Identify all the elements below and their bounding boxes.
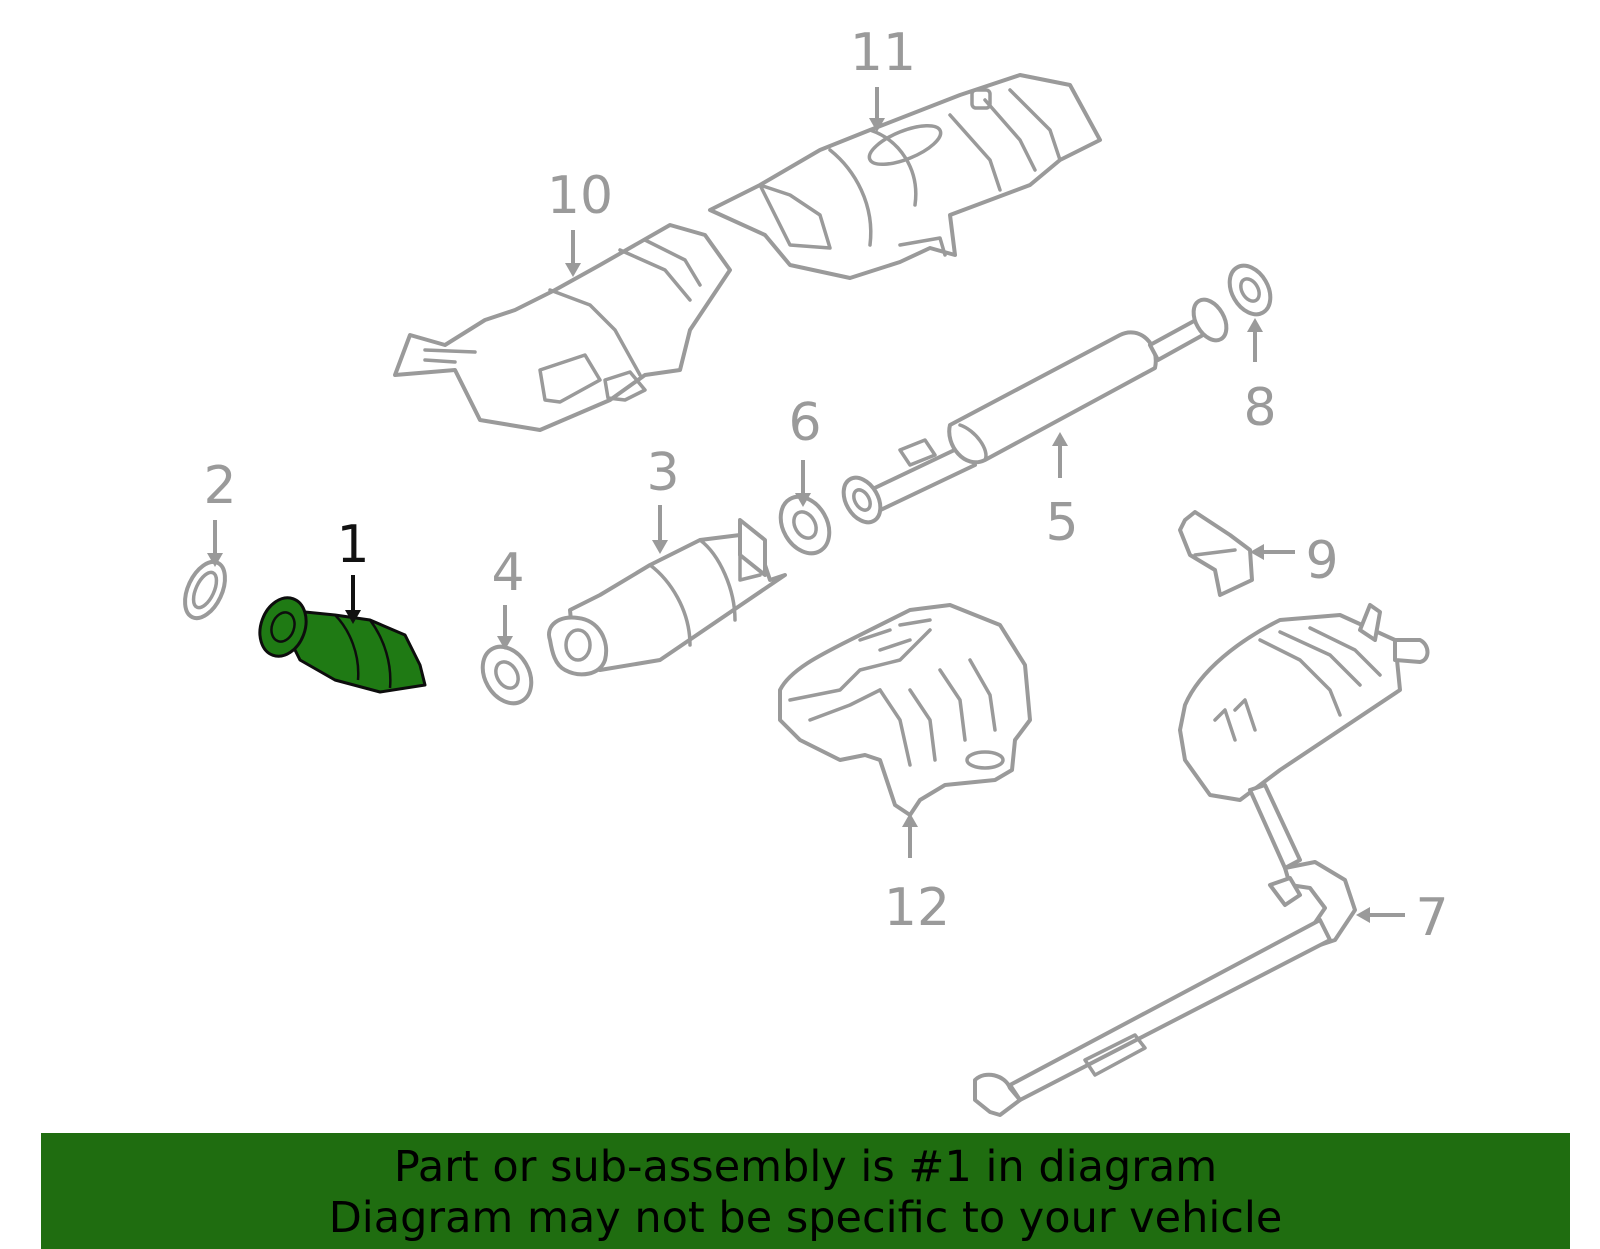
banner-line-2: Diagram may not be specific to your vehi… — [328, 1193, 1283, 1243]
callout-11: 11 — [850, 23, 916, 83]
part-12-heat-shield[interactable] — [778, 603, 1032, 817]
part-3-catalytic-converter[interactable] — [547, 518, 787, 677]
callout-8: 8 — [1243, 378, 1276, 438]
part-2-gasket[interactable] — [177, 556, 233, 625]
callout-5: 5 — [1045, 493, 1078, 553]
part-11-heat-shield[interactable] — [708, 73, 1102, 280]
callout-1: 1 — [336, 515, 369, 575]
part-1-selected[interactable] — [252, 591, 427, 694]
callout-4: 4 — [491, 543, 524, 603]
callout-9: 9 — [1305, 531, 1338, 591]
part-10-heat-shield[interactable] — [393, 223, 732, 432]
part-5-center-pipe[interactable] — [836, 294, 1233, 529]
info-banner: Part or sub-assembly is #1 in diagram Di… — [41, 1133, 1570, 1249]
callout-10: 10 — [547, 166, 613, 226]
callout-12: 12 — [884, 878, 950, 938]
part-6-gasket[interactable] — [771, 488, 839, 562]
callout-7: 7 — [1415, 888, 1448, 948]
part-8-gasket[interactable] — [1221, 258, 1278, 321]
callout-arrows — [207, 87, 1405, 923]
callout-labels: 1 2 3 4 5 6 7 8 9 10 11 12 — [203, 23, 1448, 948]
part-7-muffler-assembly[interactable] — [973, 603, 1430, 1117]
callout-6: 6 — [788, 393, 821, 453]
part-4-gasket[interactable] — [473, 638, 541, 712]
banner-line-1: Part or sub-assembly is #1 in diagram — [393, 1142, 1218, 1192]
part-9-hanger[interactable] — [1178, 510, 1254, 597]
callout-3: 3 — [646, 443, 679, 503]
callout-2: 2 — [203, 456, 236, 516]
